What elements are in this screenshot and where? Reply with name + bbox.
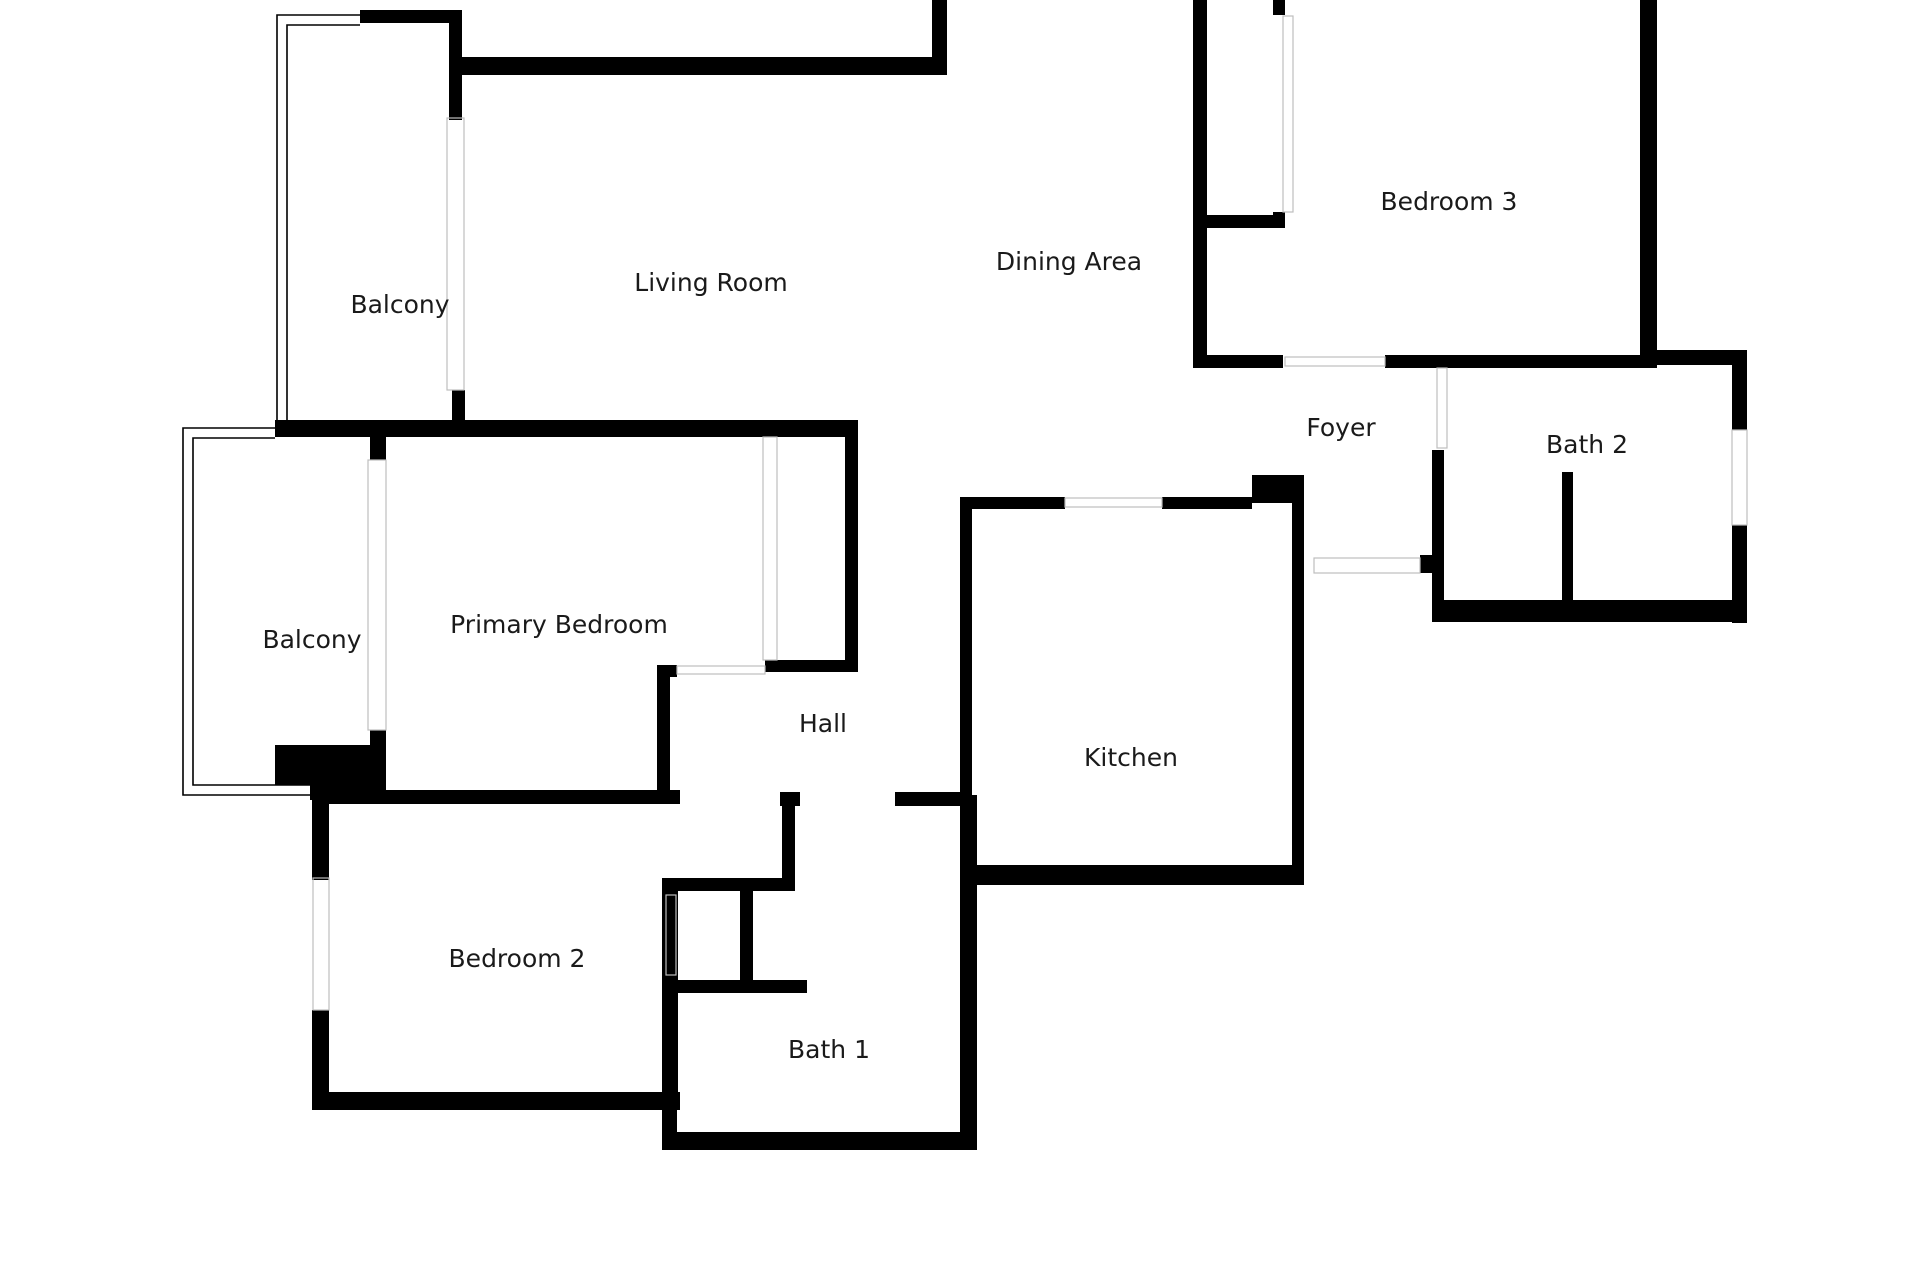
room-label-bath-2: Bath 2 bbox=[1546, 430, 1628, 459]
room-label-foyer: Foyer bbox=[1306, 413, 1376, 442]
room-labels: Balcony Living Room Dining Area Bedroom … bbox=[262, 187, 1628, 1064]
room-label-bath-1: Bath 1 bbox=[788, 1035, 870, 1064]
room-label-primary-bedroom: Primary Bedroom bbox=[450, 610, 668, 639]
room-label-dining-area: Dining Area bbox=[996, 247, 1142, 276]
openings bbox=[312, 15, 1748, 1011]
room-label-kitchen: Kitchen bbox=[1084, 743, 1178, 772]
room-label-bedroom-2: Bedroom 2 bbox=[449, 944, 586, 973]
balcony-railings bbox=[182, 14, 360, 796]
walls bbox=[275, 0, 1747, 1150]
room-label-hall: Hall bbox=[799, 709, 847, 738]
room-label-living-room: Living Room bbox=[634, 268, 787, 297]
room-label-balcony-lower: Balcony bbox=[262, 625, 361, 654]
room-label-balcony-upper: Balcony bbox=[350, 290, 449, 319]
room-label-bedroom-3: Bedroom 3 bbox=[1381, 187, 1518, 216]
